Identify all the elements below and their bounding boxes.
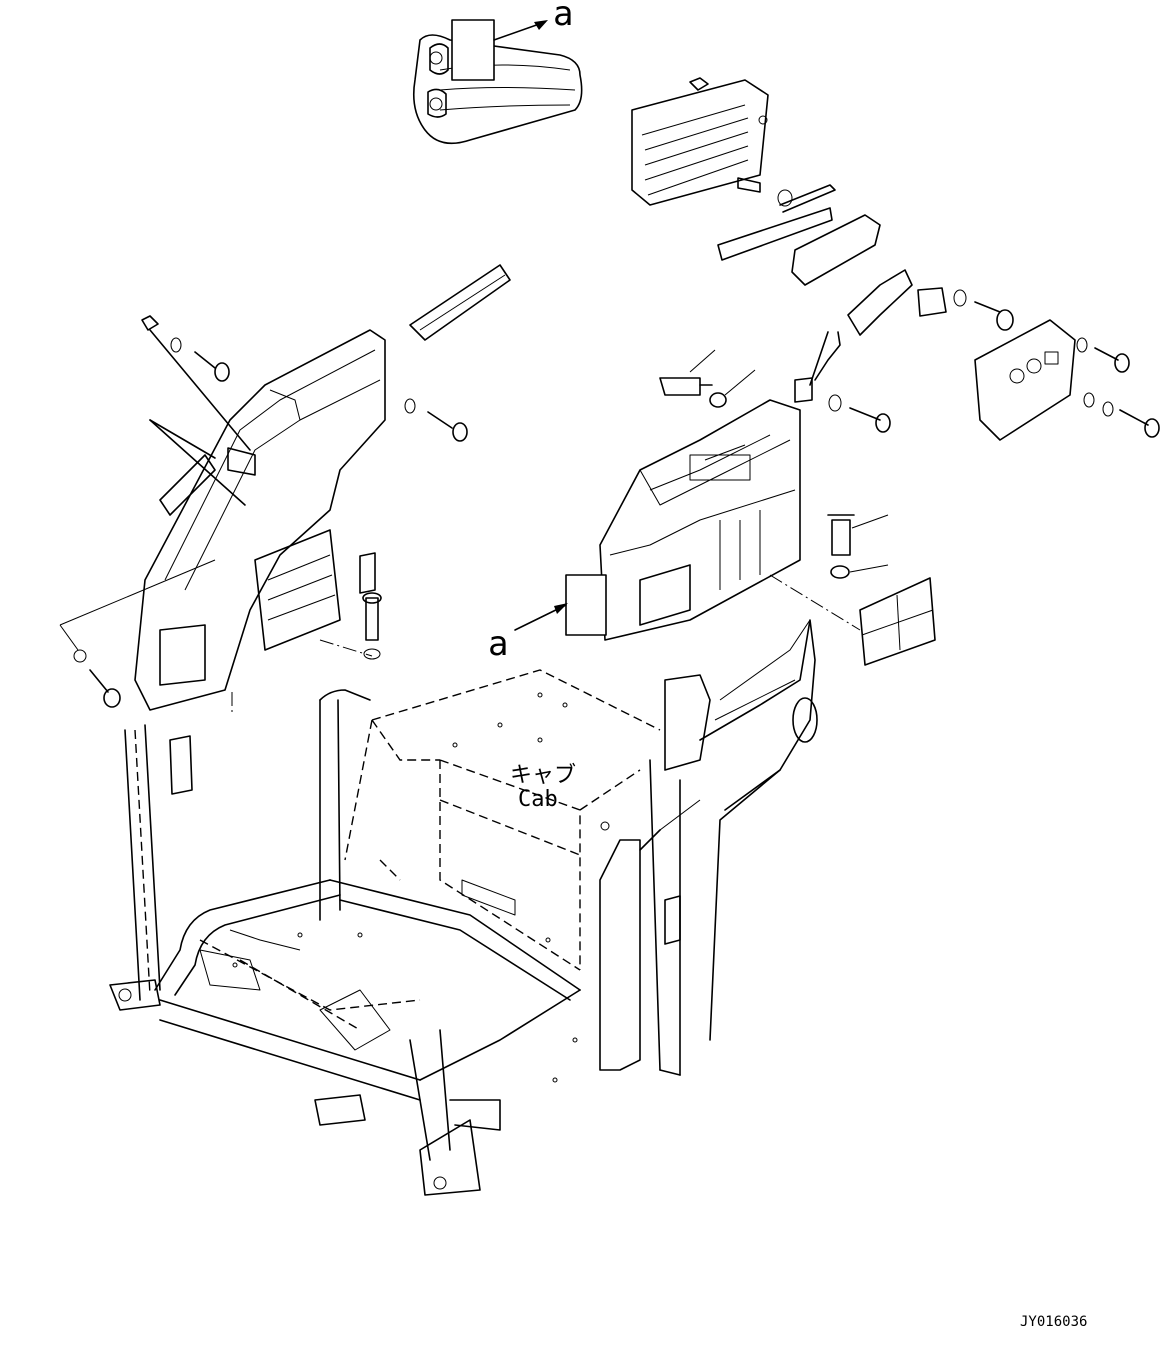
left-duct-cover xyxy=(59,264,511,795)
reference-label-a-top: a xyxy=(553,0,573,34)
air-conditioner-unit xyxy=(514,349,936,666)
cab-label-japanese: キャブ xyxy=(510,763,576,788)
drawing-number: JY016036 xyxy=(1020,1314,1087,1330)
reference-label-a-mid: a xyxy=(488,624,508,664)
switch-panel-assembly xyxy=(809,269,1160,441)
cab-label-english: Cab xyxy=(518,787,558,812)
filter-cover-assembly xyxy=(631,77,881,286)
hose-detail xyxy=(412,19,583,145)
cab-frame xyxy=(109,619,818,1196)
